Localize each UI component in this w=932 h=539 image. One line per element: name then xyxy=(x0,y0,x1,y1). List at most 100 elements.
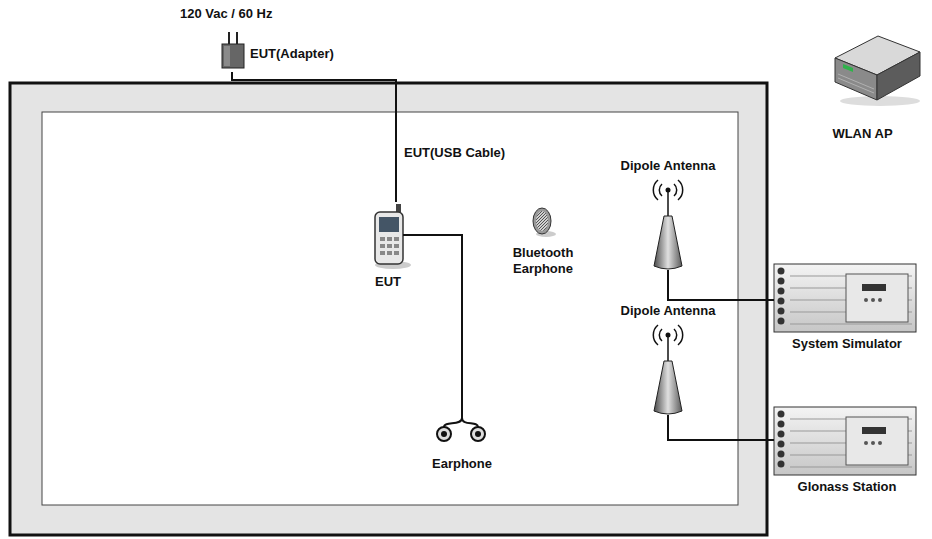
caption: Dipole Antenna xyxy=(621,303,716,319)
earbud xyxy=(471,427,485,441)
rack-port xyxy=(778,288,785,295)
rack-port xyxy=(778,298,785,305)
earphone-wire xyxy=(444,418,462,427)
rack-module xyxy=(846,274,908,322)
ap-front xyxy=(835,58,877,100)
device-node: Earphone xyxy=(420,418,504,472)
device-caption: WLAN AP xyxy=(832,126,892,142)
device-caption: Bluetooth Earphone xyxy=(505,245,581,278)
earphone-icon xyxy=(437,418,485,441)
earphone-wire xyxy=(462,418,478,427)
device-node: WLAN AP xyxy=(800,26,925,142)
earpiece-shell xyxy=(533,208,551,234)
caption: EUT(Adapter) xyxy=(250,46,334,62)
rack-knob xyxy=(864,298,868,302)
antenna-mast xyxy=(667,337,669,362)
rack-knob xyxy=(871,298,875,302)
plug-prong xyxy=(228,32,230,44)
rack-case xyxy=(774,407,916,475)
cable xyxy=(668,415,774,440)
caption: Bluetooth Earphone xyxy=(505,245,581,278)
plug-body xyxy=(222,44,244,68)
rack-rail xyxy=(790,467,912,468)
device-node: System Simulator xyxy=(774,260,920,352)
phone-body xyxy=(375,212,403,264)
phone-key xyxy=(394,251,399,255)
radio-wave xyxy=(678,180,683,200)
rack-port xyxy=(778,431,785,438)
phone-screen xyxy=(379,217,399,232)
radio-wave xyxy=(678,325,683,345)
earbud-center xyxy=(475,431,481,437)
chamber-wall xyxy=(10,83,767,535)
radio-wave xyxy=(674,329,677,341)
device-node: Dipole Antenna xyxy=(608,303,728,415)
phone-icon xyxy=(375,204,411,269)
phone-key xyxy=(394,244,399,248)
device-caption: Dipole Antenna xyxy=(621,303,716,319)
rack-port xyxy=(778,268,785,275)
cable xyxy=(410,235,462,418)
cable xyxy=(668,270,774,300)
rack-port xyxy=(778,451,785,458)
rack-display xyxy=(862,284,886,291)
rack-knob xyxy=(871,441,875,445)
adapter-plug xyxy=(222,32,244,68)
device-node: Glonass Station xyxy=(774,403,920,495)
antenna-mast xyxy=(667,192,669,217)
supply-label: 120 Vac / 60 Hz xyxy=(180,6,273,22)
rack-port xyxy=(778,461,785,468)
dipole-antenna-icon xyxy=(653,325,682,414)
test-chamber xyxy=(10,83,767,535)
rack-knob xyxy=(878,441,882,445)
phone-key xyxy=(387,237,392,241)
device-node: EUT(Adapter) xyxy=(218,36,368,72)
phone-key xyxy=(387,251,392,255)
device-node: Dipole Antenna xyxy=(608,158,728,270)
rack-knob xyxy=(878,298,882,302)
phone-key xyxy=(380,237,385,241)
cable xyxy=(232,72,396,202)
caption: Earphone xyxy=(432,456,492,472)
rack-case xyxy=(774,264,916,332)
phone-key xyxy=(394,237,399,241)
rack-knob xyxy=(864,441,868,445)
radio-wave xyxy=(659,184,662,196)
device-caption: System Simulator xyxy=(792,336,902,352)
bluetooth-earphone-icon xyxy=(533,208,556,237)
phone-key xyxy=(387,244,392,248)
caption: EUT xyxy=(375,274,401,290)
ap-stripe xyxy=(838,74,874,89)
device-node: Bluetooth Earphone xyxy=(502,205,584,277)
radio-wave xyxy=(659,329,662,341)
ap-side xyxy=(877,52,920,100)
rack-port xyxy=(778,411,785,418)
earbud xyxy=(437,427,451,441)
radio-wave xyxy=(674,184,677,196)
rack-port xyxy=(778,318,785,325)
caption: Glonass Station xyxy=(798,479,897,495)
device-caption: Dipole Antenna xyxy=(621,158,716,174)
phone-key xyxy=(380,244,385,248)
dipole-antenna-icon xyxy=(653,180,682,269)
caption: System Simulator xyxy=(792,336,902,352)
rack-port xyxy=(778,421,785,428)
earpiece-grille xyxy=(536,211,548,231)
jack-stub xyxy=(403,234,411,236)
rack-port xyxy=(778,278,785,285)
rack-display xyxy=(862,427,886,434)
caption: Dipole Antenna xyxy=(621,158,716,174)
rack-port xyxy=(778,441,785,448)
chamber-floor xyxy=(42,112,738,505)
cable-label: EUT(USB Cable) xyxy=(402,145,507,161)
radio-wave xyxy=(653,180,658,200)
caption: WLAN AP xyxy=(832,126,892,142)
rack-instrument xyxy=(774,407,916,475)
phone-key xyxy=(380,251,385,255)
antenna-base xyxy=(654,216,682,269)
device-caption: EUT xyxy=(375,274,401,290)
device-caption: Glonass Station xyxy=(798,479,897,495)
antenna-tip xyxy=(666,188,671,193)
ap-stripe xyxy=(838,78,874,93)
